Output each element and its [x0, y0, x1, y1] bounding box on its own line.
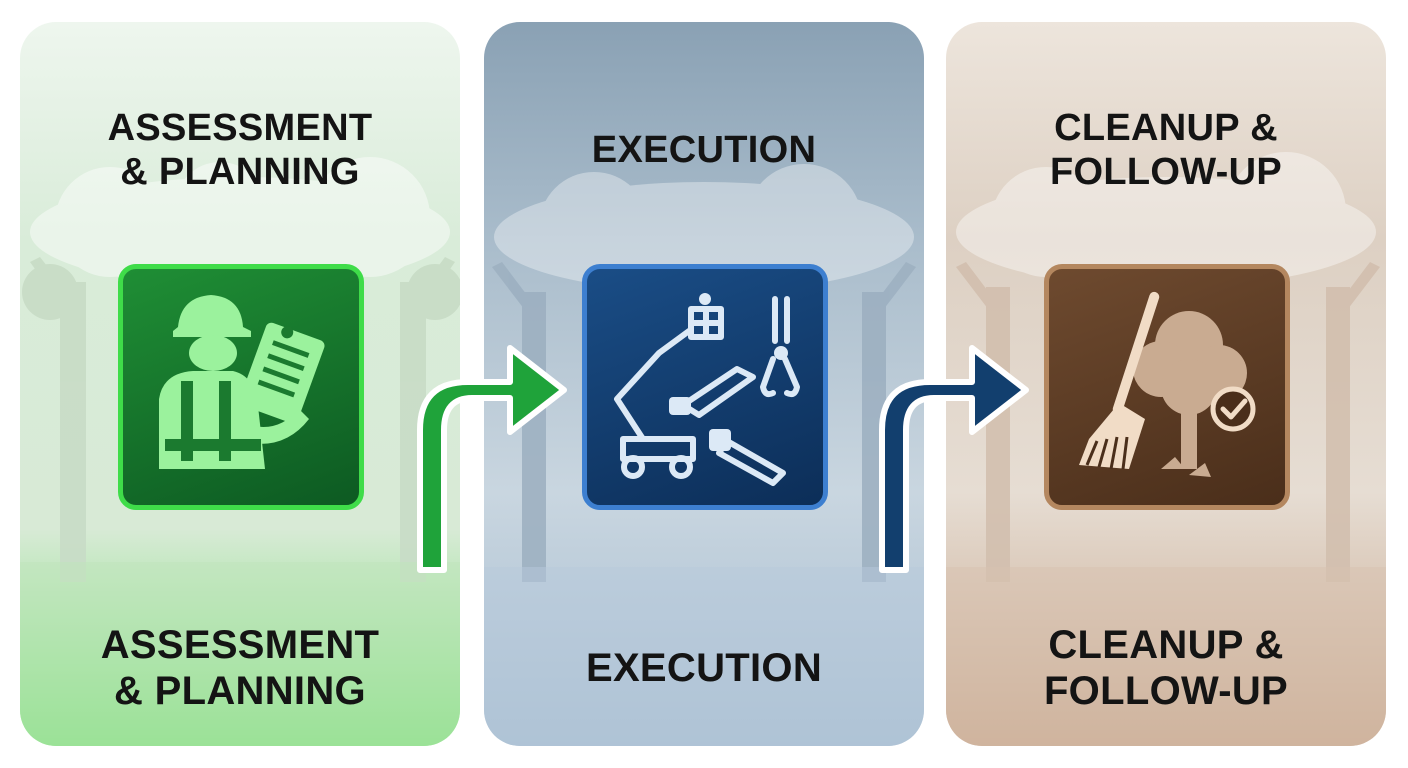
stage-panel-assessment: ASSESSMENT & PLANNING	[20, 22, 460, 746]
stage-title: ASSESSMENT & PLANNING	[20, 106, 460, 194]
stage-title-line: FOLLOW-UP	[1050, 151, 1282, 193]
forest-background	[484, 164, 924, 746]
stage-caption-line: CLEANUP &	[1048, 623, 1284, 667]
arborist-clipboard-icon	[159, 295, 325, 469]
stage-icon-tile	[118, 264, 364, 510]
stage-caption-line: FOLLOW-UP	[1043, 669, 1289, 713]
stage-caption-line: EXECUTION	[585, 646, 823, 690]
stage-icon-tile	[582, 264, 828, 510]
flow-arrow-2-to-3	[879, 345, 1029, 573]
forest-background	[946, 152, 1386, 746]
stage-caption: CLEANUP & FOLLOW-UP	[946, 622, 1386, 714]
stage-caption-line: ASSESSMENT	[100, 623, 380, 667]
stage-title-line: CLEANUP &	[1054, 107, 1278, 149]
stage-icon-tile	[1044, 264, 1290, 510]
stage-title: EXECUTION	[484, 128, 924, 172]
broom-tree-check-icon	[1079, 291, 1256, 477]
stage-title-line: EXECUTION	[591, 129, 817, 171]
stage-title: CLEANUP & FOLLOW-UP	[946, 106, 1386, 194]
stage-caption: EXECUTION	[484, 645, 924, 691]
stage-caption-line: & PLANNING	[114, 669, 366, 713]
stage-title-line: & PLANNING	[120, 151, 360, 193]
stage-title-line: ASSESSMENT	[107, 107, 373, 149]
equipment-icon	[614, 293, 800, 486]
stage-caption: ASSESSMENT & PLANNING	[20, 622, 460, 714]
flow-arrow-1-to-2	[417, 345, 567, 573]
